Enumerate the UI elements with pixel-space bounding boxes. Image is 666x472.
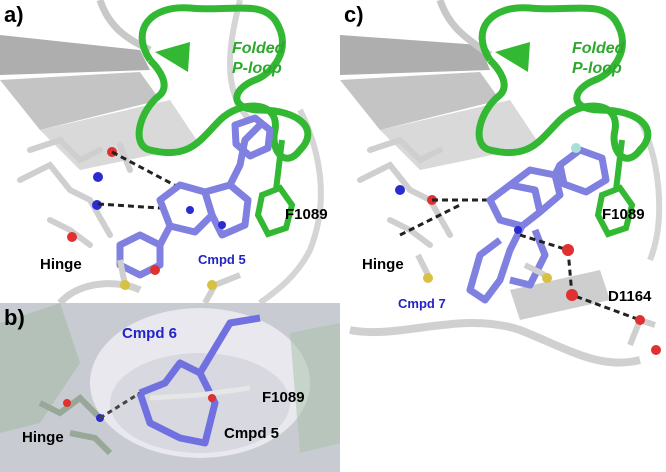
p-loop-arrow — [155, 42, 190, 72]
oxygen-atom — [150, 265, 160, 275]
protein-coil — [57, 280, 142, 303]
f1089-sidechain — [613, 139, 625, 191]
p-loop — [135, 4, 312, 162]
residue-f1089-label: F1089 — [285, 206, 328, 223]
compound-5-label: Cmpd 5 — [224, 425, 280, 442]
panel-b-label: b) — [4, 305, 25, 330]
ploop-label-line2: P-loop — [232, 60, 282, 77]
protein-background — [0, 303, 80, 433]
water-oxygen — [566, 289, 578, 301]
met-sidechain — [523, 262, 547, 278]
nitrogen-atom — [186, 206, 194, 214]
oxygen-atom — [635, 315, 645, 325]
nitrogen-atom — [218, 221, 226, 229]
ploop-label-line2: P-loop — [572, 60, 622, 77]
sulfur-atom — [423, 273, 433, 283]
oxygen-atom — [67, 232, 77, 242]
beta-sheet — [0, 35, 150, 75]
sulfur-atom — [542, 273, 552, 283]
hbond — [99, 391, 141, 420]
panel-c: c) Folded P-loop F1089 Hinge Cmpd 7 D116… — [340, 0, 666, 388]
sulfur-stick — [415, 253, 431, 277]
nitrogen-atom — [395, 185, 405, 195]
protein-coil — [258, 108, 324, 303]
beta-sheet — [0, 72, 160, 130]
oxygen-atom — [63, 399, 71, 407]
p-loop — [475, 4, 652, 162]
hinge-label: Hinge — [362, 256, 404, 273]
fluorine-atom — [571, 143, 581, 153]
hinge-label: Hinge — [40, 256, 82, 273]
f1089-ring — [254, 184, 296, 238]
compound-5-label: Cmpd 5 — [198, 252, 246, 267]
compound-6-ligand — [136, 314, 261, 447]
sulfur-atom — [207, 280, 217, 290]
nitrogen-atom — [93, 172, 103, 182]
residue-f1089-label: F1089 — [602, 206, 645, 223]
panel-b: b) Cmpd 6 F1089 Hinge Cmpd 5 — [0, 303, 340, 472]
ploop-label-line1: Folded — [232, 40, 285, 57]
p-loop-arrow — [495, 42, 530, 72]
hinge-label: Hinge — [22, 429, 64, 446]
f1089-sidechain — [273, 139, 285, 191]
panel-c-label: c) — [344, 2, 364, 27]
panel-a-label: a) — [4, 2, 24, 27]
water-oxygen — [562, 244, 574, 256]
panel-c-structure — [340, 0, 663, 367]
residue-f1089-label: F1089 — [262, 389, 305, 406]
hbond — [519, 233, 641, 322]
nitrogen-atom — [92, 200, 102, 210]
hinge-sticks — [17, 136, 133, 248]
panel-a-structure — [0, 0, 324, 303]
ploop-label-line1: Folded — [572, 40, 625, 57]
beta-sheet — [510, 270, 610, 320]
panel-a: a) Folded P-loop F1089 Hinge Cmpd 5 — [0, 0, 340, 303]
protein-coil — [349, 319, 641, 367]
protein-background — [290, 323, 340, 453]
beta-sheet — [340, 72, 500, 130]
compound-6-label: Cmpd 6 — [122, 325, 178, 342]
nitrogen-atom — [514, 226, 522, 234]
f1089-ring — [594, 184, 636, 238]
sulfur-atom — [120, 280, 130, 290]
oxygen-atom — [651, 345, 661, 355]
hbond — [97, 150, 181, 210]
hbond — [399, 198, 490, 237]
beta-sheet — [340, 35, 490, 75]
panel-b-structure — [0, 303, 340, 472]
compound-7-label: Cmpd 7 — [398, 296, 446, 311]
oxygen-atom — [208, 394, 216, 402]
compound-5-ligand — [149, 385, 251, 401]
residue-d1164-label: D1164 — [608, 288, 652, 305]
